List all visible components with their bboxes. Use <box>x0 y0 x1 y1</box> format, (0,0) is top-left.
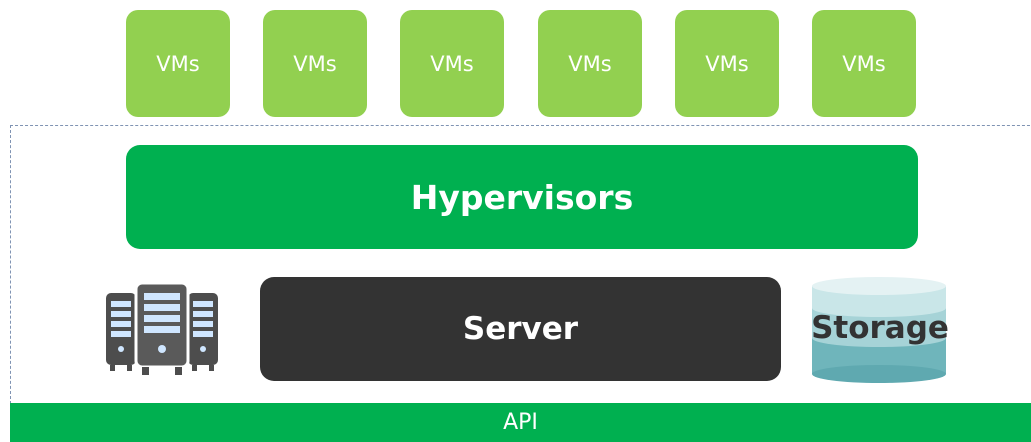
api-layer: API <box>10 403 1031 442</box>
vm-box: VMs <box>400 10 504 117</box>
storage-label: Storage <box>811 310 949 346</box>
server-layer: Server <box>260 277 781 381</box>
vm-box: VMs <box>675 10 779 117</box>
server-rack-icon <box>102 281 222 377</box>
storage-cylinder-icon <box>810 276 948 384</box>
vm-box: VMs <box>263 10 367 117</box>
vm-box: VMs <box>812 10 916 117</box>
vm-box: VMs <box>538 10 642 117</box>
hypervisors-layer: Hypervisors <box>126 145 918 249</box>
vm-box: VMs <box>126 10 230 117</box>
